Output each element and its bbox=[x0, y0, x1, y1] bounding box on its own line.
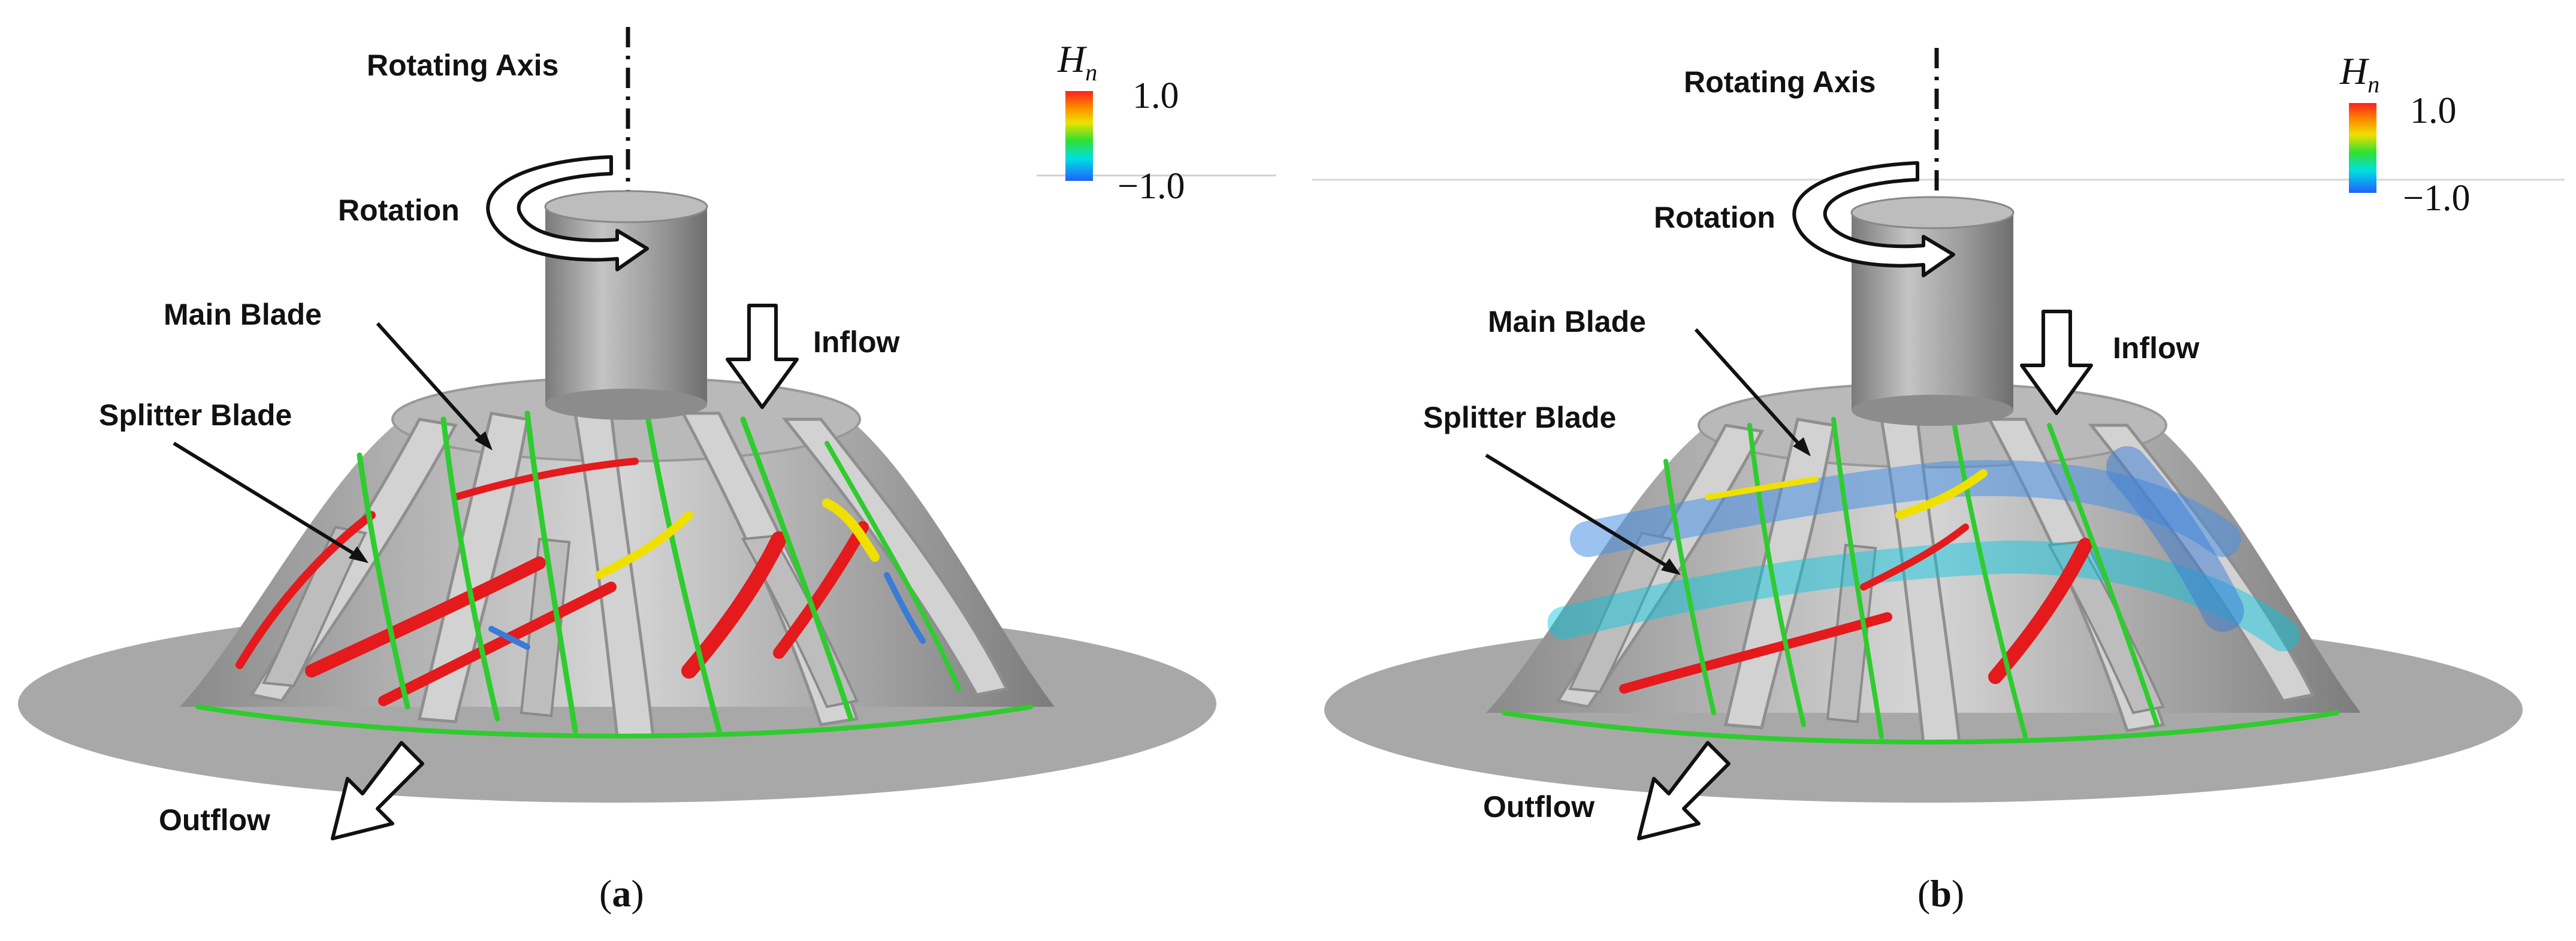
colorbar-max: 1.0 bbox=[1133, 75, 1179, 116]
splitter-blade-leader-head bbox=[1661, 558, 1681, 575]
main-blade-leader-head bbox=[475, 431, 493, 450]
colorbar-title: Hn bbox=[2340, 49, 2379, 98]
outflow-label: Outflow bbox=[1483, 790, 1595, 824]
colorbar-min: −1.0 bbox=[2403, 178, 2471, 219]
colorbar-max: 1.0 bbox=[2410, 90, 2457, 131]
rotating-axis-label: Rotating Axis bbox=[1684, 65, 1876, 99]
inflow-label: Inflow bbox=[813, 325, 900, 359]
outflow-arrow bbox=[1637, 741, 1731, 840]
inflow-arrow bbox=[726, 304, 799, 409]
colorbar-title: Hn bbox=[1058, 37, 1097, 86]
panel-letter: b bbox=[1930, 872, 1952, 915]
panel-caption: (b) bbox=[1917, 872, 1965, 915]
splitter-blade-label: Splitter Blade bbox=[1423, 401, 1617, 434]
vortex-core-streaks bbox=[1502, 417, 2339, 745]
panel-b: Rotating Axis Rotation Main Blade Splitt… bbox=[1288, 0, 2576, 941]
colorbar-gradient bbox=[2349, 103, 2376, 193]
rotation-label: Rotation bbox=[1654, 201, 1775, 234]
splitter-blade-leader-head bbox=[349, 546, 369, 563]
inflow-label: Inflow bbox=[2113, 331, 2200, 365]
splitter-blade-leader bbox=[1485, 453, 1673, 571]
panel-caption: (a) bbox=[599, 872, 644, 915]
main-blade-leader-head bbox=[1793, 437, 1811, 456]
colorbar-min: −1.0 bbox=[1118, 166, 1185, 207]
main-blade-label: Main Blade bbox=[164, 298, 322, 331]
vortex-core-streaks bbox=[195, 410, 1033, 739]
rotation-label: Rotation bbox=[338, 193, 460, 227]
shaft-bottom bbox=[1852, 395, 2013, 426]
rotation-arrow bbox=[486, 155, 649, 271]
panel-a: Rotating Axis Rotation Main Blade Splitt… bbox=[18, 27, 1276, 915]
main-blade-leader bbox=[1694, 328, 1805, 451]
outflow-label: Outflow bbox=[159, 803, 271, 837]
colorbar-subscript: n bbox=[1085, 58, 1098, 86]
rotation-arrow bbox=[1792, 161, 1955, 277]
colorbar-symbol: H bbox=[2340, 50, 2368, 92]
colorbar-gradient bbox=[1065, 91, 1093, 181]
splitter-blade-label: Splitter Blade bbox=[99, 398, 292, 432]
shaft-bottom bbox=[545, 389, 707, 420]
splitter-blade-leader bbox=[173, 441, 361, 559]
impeller-diagram-a bbox=[18, 27, 1276, 840]
main-blade-leader bbox=[376, 322, 487, 445]
colorbar-symbol: H bbox=[1058, 38, 1086, 80]
shaft-top bbox=[1850, 196, 2015, 229]
colorbar-subscript: n bbox=[2367, 70, 2380, 98]
impeller-diagram-b bbox=[1312, 48, 2565, 840]
rotating-axis-label: Rotating Axis bbox=[367, 49, 559, 82]
inflow-arrow bbox=[2020, 310, 2093, 415]
shaft-top bbox=[544, 190, 708, 223]
outflow-arrow bbox=[331, 741, 424, 840]
main-blade-label: Main Blade bbox=[1488, 305, 1646, 338]
panel-letter: a bbox=[612, 872, 632, 915]
